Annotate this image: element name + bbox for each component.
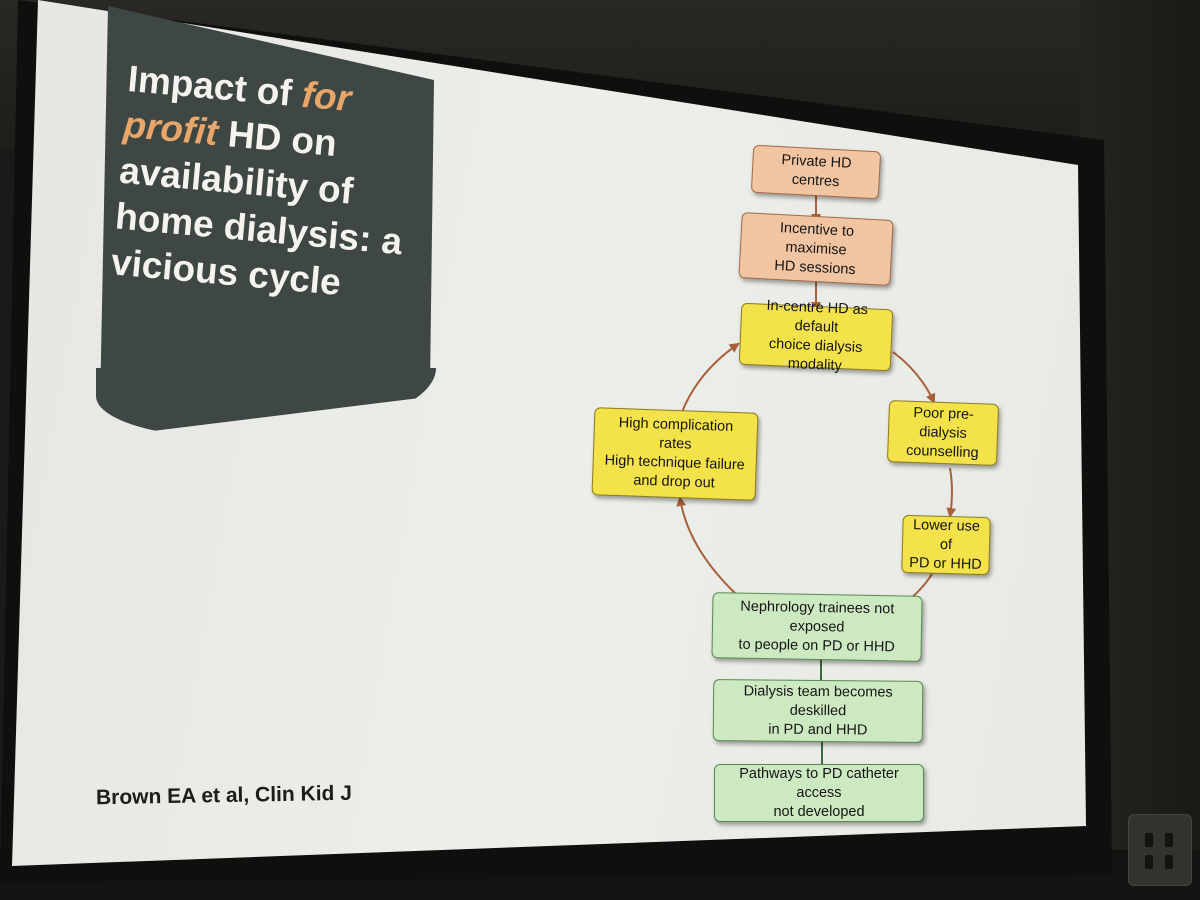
arrow-complication-to-default bbox=[681, 342, 740, 413]
box-label: Poor pre-dialysis counselling bbox=[905, 404, 979, 461]
arrow-counselling-to-lower-use bbox=[946, 467, 957, 518]
box-label: Incentive to maximise HD sessions bbox=[773, 219, 857, 278]
box-private-hd-centres: Private HD centres bbox=[750, 144, 882, 200]
outlet-slot bbox=[1145, 833, 1153, 847]
box-team-deskilled: Dialysis team becomes deskilled in PD an… bbox=[712, 679, 924, 743]
box-pathways-not-developed: Pathways to PD catheter access not devel… bbox=[714, 764, 924, 822]
box-label: In-centre HD as default choice dialysis … bbox=[766, 297, 869, 375]
box-trainees-not-exposed: Nephrology trainees not exposed to peopl… bbox=[711, 592, 923, 662]
box-label: Pathways to PD catheter access not devel… bbox=[739, 765, 899, 820]
outlet-slot bbox=[1145, 855, 1153, 869]
wall-outlet bbox=[1128, 814, 1192, 886]
box-label: Dialysis team becomes deskilled in PD an… bbox=[743, 682, 893, 738]
arrow-trainees-to-complication bbox=[676, 496, 737, 595]
arrow-default-to-counselling bbox=[892, 351, 936, 404]
box-default-modality: In-centre HD as default choice dialysis … bbox=[738, 298, 894, 374]
box-poor-counselling: Poor pre-dialysis counselling bbox=[886, 400, 1000, 466]
box-label: Lower use of PD or HHD bbox=[909, 516, 982, 573]
box-complication-rates: High complication rates High technique f… bbox=[591, 407, 759, 501]
box-label: Private HD centres bbox=[781, 152, 852, 191]
box-lower-use: Lower use of PD or HHD bbox=[901, 514, 991, 576]
box-label: Nephrology trainees not exposed to peopl… bbox=[738, 598, 895, 655]
title-banner bbox=[100, 6, 434, 406]
box-label: High complication rates High technique f… bbox=[604, 415, 746, 492]
outlet-slot bbox=[1165, 855, 1173, 869]
box-incentive: Incentive to maximise HD sessions bbox=[738, 212, 894, 286]
outlet-slot bbox=[1165, 833, 1173, 847]
